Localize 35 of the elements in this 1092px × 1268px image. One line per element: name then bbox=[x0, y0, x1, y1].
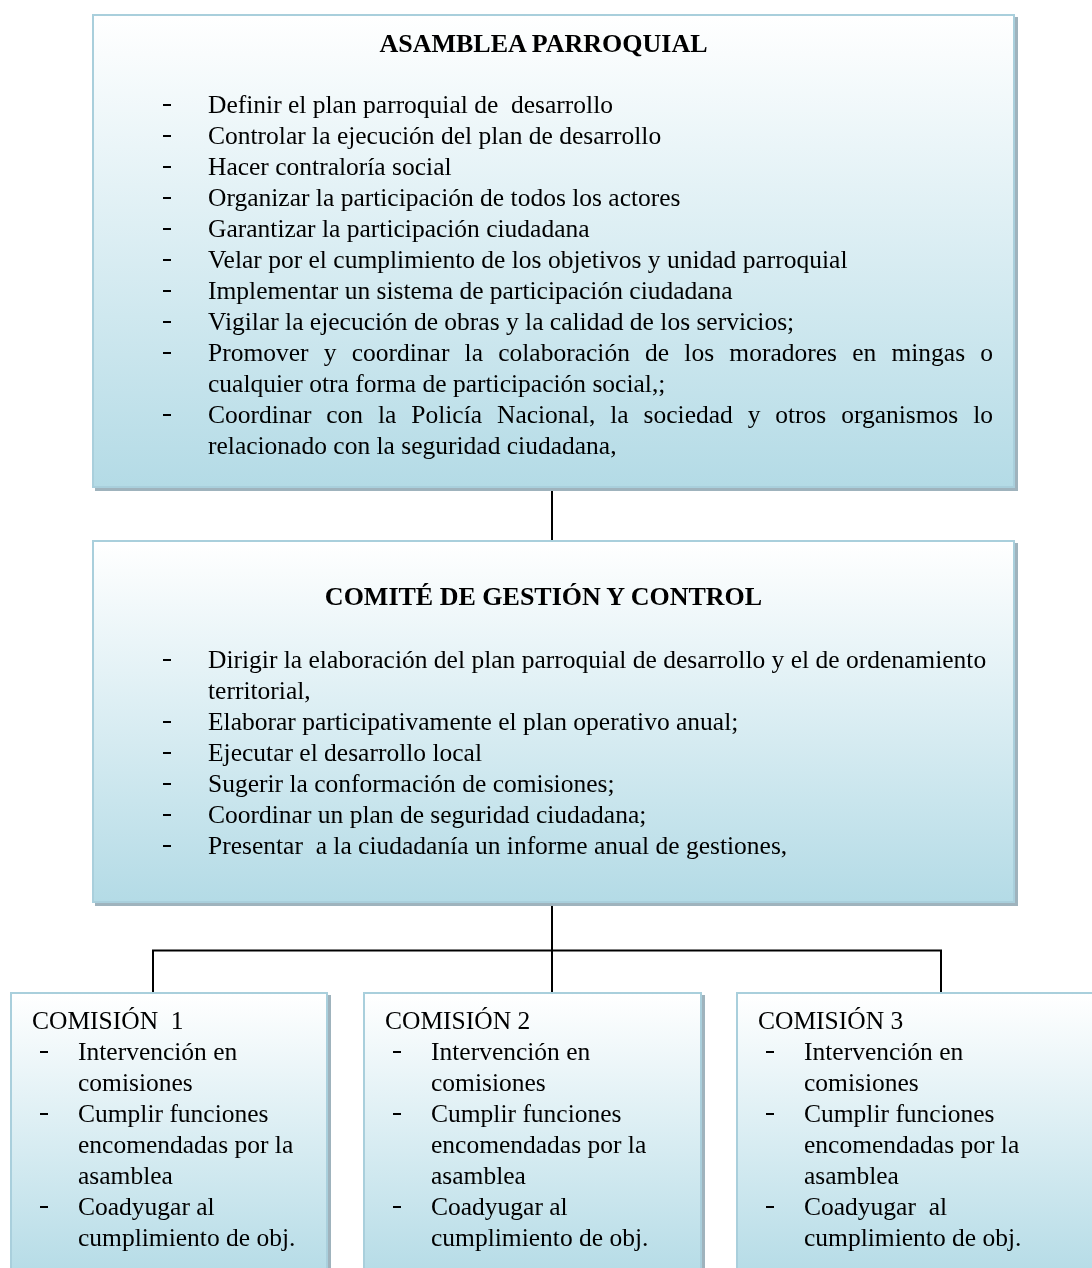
list-item: Vigilar la ejecución de obras y la calidad de los servicios; bbox=[208, 306, 796, 337]
list-item: Coordinar un plan de seguridad ciudadana; bbox=[208, 799, 648, 830]
list-item: Dirigir la elaboración del plan parroquial de desarrollo y el de ordenamiento territorial, bbox=[208, 644, 988, 706]
list-item: Intervención en comisiones bbox=[78, 1036, 239, 1098]
list-item: Intervención en comisiones bbox=[431, 1036, 592, 1098]
list-item: Definir el plan parroquial de desarrollo bbox=[208, 89, 614, 120]
org-box bbox=[10, 992, 328, 1268]
list-item: Sugerir la conformación de comisiones; bbox=[208, 768, 616, 799]
list-item: Ejecutar el desarrollo local bbox=[208, 737, 483, 768]
list-item: Coordinar con la Policía Nacional, la sociedad y otros organismos lo relacionado con la seguridad ciudadana, bbox=[208, 399, 993, 461]
org-box bbox=[736, 992, 1092, 1268]
org-box bbox=[363, 992, 702, 1268]
org-box bbox=[92, 540, 1015, 903]
list-item: Coadyugar al cumplimiento de obj. bbox=[431, 1191, 650, 1253]
list-item: Cumplir funciones encomendadas por la asamblea bbox=[804, 1098, 1021, 1191]
list-item: Hacer contraloría social bbox=[208, 151, 453, 182]
box-heading: ASAMBLEA PARROQUIAL bbox=[378, 28, 709, 59]
list-item: Cumplir funciones encomendadas por la asamblea bbox=[78, 1098, 295, 1191]
list-item: Implementar un sistema de participación ciudadana bbox=[208, 275, 734, 306]
list-item: Coadyugar al cumplimiento de obj. bbox=[804, 1191, 1023, 1253]
list-item: Organizar la participación de todos los actores bbox=[208, 182, 682, 213]
list-item: Elaborar participativamente el plan operativo anual; bbox=[208, 706, 740, 737]
org-box bbox=[92, 14, 1015, 488]
list-item: Presentar a la ciudadanía un informe anual de gestiones, bbox=[208, 830, 789, 861]
list-item: Garantizar la participación ciudadana bbox=[208, 213, 591, 244]
box-heading: COMISIÓN 2 bbox=[385, 1005, 532, 1036]
list-item: Velar por el cumplimiento de los objetivos y unidad parroquial bbox=[208, 244, 849, 275]
box-heading: COMITÉ DE GESTIÓN Y CONTROL bbox=[323, 581, 764, 612]
list-item: Cumplir funciones encomendadas por la asamblea bbox=[431, 1098, 648, 1191]
list-item: Coadyugar al cumplimiento de obj. bbox=[78, 1191, 297, 1253]
box-heading: COMISIÓN 1 bbox=[32, 1005, 185, 1036]
list-item: Controlar la ejecución del plan de desarrollo bbox=[208, 120, 663, 151]
list-item: Promover y coordinar la colaboración de los moradores en mingas o cualquier otra forma de participación social,; bbox=[208, 337, 993, 399]
box-heading: COMISIÓN 3 bbox=[758, 1005, 905, 1036]
list-item: Intervención en comisiones bbox=[804, 1036, 965, 1098]
